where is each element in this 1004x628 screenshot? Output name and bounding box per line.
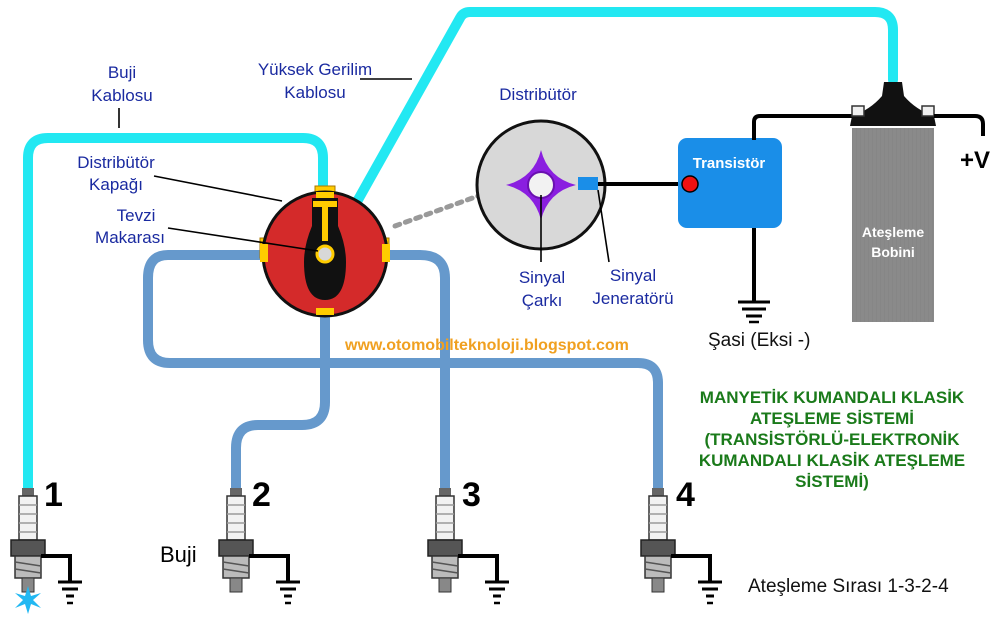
title-line-3: (TRANSİSTÖRLÜ-ELEKTRONİK: [705, 430, 961, 449]
transistor-input-dot: [681, 175, 699, 193]
website-url: www.otomobilteknoloji.blogspot.com: [344, 337, 629, 354]
signal-generator: [578, 177, 598, 190]
title-line-1: MANYETİK KUMANDALI KLASİK: [700, 388, 965, 407]
spark-plug-3: [427, 488, 509, 605]
spark-icon: [15, 586, 41, 614]
ignition-coil: [850, 82, 936, 322]
plug-cable-3: [363, 250, 450, 495]
title-line-2: ATEŞLEME SİSTEMİ: [750, 409, 914, 428]
label-buji-kablosu-1: Buji: [108, 63, 136, 82]
label-sinyal-jeneratoru-1: Sinyal: [610, 266, 656, 285]
shaft-dotted-line: [392, 193, 481, 229]
plug-number-1: 1: [44, 476, 63, 514]
spark-plug-4: [640, 488, 722, 605]
label-atesleme-bobini-1: Ateşleme: [862, 224, 924, 240]
label-distributor-kapagi-2: Kapağı: [89, 175, 143, 194]
plug-cables: [143, 250, 663, 495]
label-plus-v: +V: [960, 147, 990, 174]
plug-cable-2: [231, 287, 330, 495]
transistor-to-coil-wire: [752, 114, 853, 140]
label-sinyal-carki-1: Sinyal: [519, 268, 565, 287]
spark-plug-1: [10, 488, 82, 605]
chassis-ground: [738, 228, 770, 324]
plug-number-3: 3: [462, 476, 481, 514]
label-buji-kablosu-2: Kablosu: [91, 86, 152, 105]
hv-cables: [23, 7, 898, 493]
spark-plug-2: [218, 488, 300, 605]
label-sasi: Şasi (Eksi -): [708, 330, 810, 351]
title-line-5: SİSTEMİ): [795, 472, 869, 491]
reluctor: [506, 150, 576, 220]
plug-cable-4: [143, 250, 663, 495]
label-distributor: Distribütör: [499, 85, 577, 104]
label-tevzi-makarasi-1: Tevzi: [117, 206, 156, 225]
leader-lines: [118, 78, 610, 263]
plug-number-2: 2: [252, 476, 271, 514]
label-yuksek-gerilim-2: Kablosu: [284, 83, 345, 102]
high-voltage-cable: [326, 7, 898, 253]
rotor: [304, 198, 346, 300]
plus-v-wire: [934, 114, 985, 136]
label-atesleme-bobini-2: Bobini: [871, 244, 915, 260]
label-sinyal-jeneratoru-2: Jeneratörü: [592, 289, 673, 308]
label-tevzi-makarasi-2: Makarası: [95, 228, 165, 247]
plug-number-4: 4: [676, 476, 695, 514]
title-line-4: KUMANDALI KLASİK ATEŞLEME: [699, 451, 965, 470]
label-sinyal-carki-2: Çarkı: [522, 291, 563, 310]
plug-cable-1: [23, 133, 328, 493]
label-transistor: Transistör: [693, 155, 766, 172]
label-distributor-kapagi-1: Distribütör: [77, 153, 155, 172]
label-firing-order: Ateşleme Sırası 1-3-2-4: [748, 576, 949, 597]
label-buji: Buji: [160, 542, 197, 567]
transistor-box: [678, 138, 782, 228]
label-yuksek-gerilim-1: Yüksek Gerilim: [258, 60, 372, 79]
